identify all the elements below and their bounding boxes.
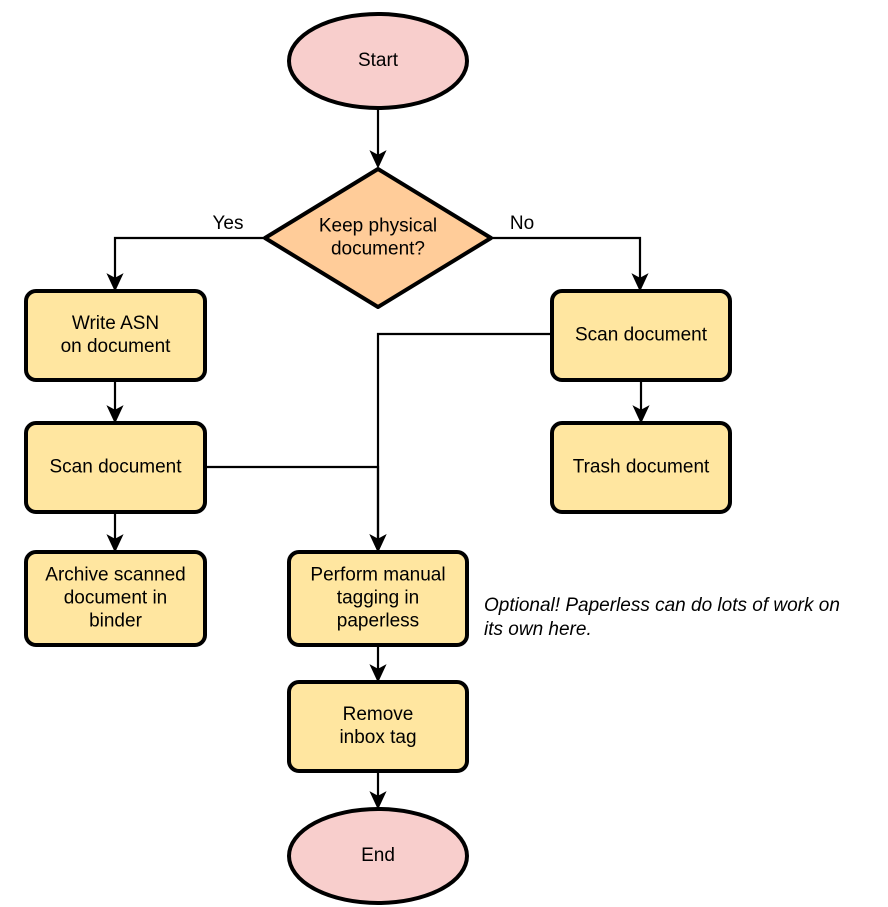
edge-labels-layer: Yes No bbox=[213, 213, 535, 234]
annotations-layer: Optional! Paperless can do lots of work … bbox=[484, 595, 840, 640]
node-label: Trash document bbox=[573, 457, 710, 478]
edge-decision-no bbox=[491, 236, 649, 292]
shape-rounded-rect bbox=[550, 421, 732, 514]
node-scan-document-right[interactable]: Scan document bbox=[550, 289, 732, 382]
shape-rounded-rect bbox=[287, 550, 469, 647]
shape-rounded-rect bbox=[550, 289, 732, 382]
node-start[interactable]: Start bbox=[287, 12, 469, 110]
annotation-optional-note: Optional! Paperless can do lots of work … bbox=[484, 595, 840, 640]
edge-decision-yes bbox=[106, 236, 265, 292]
node-label: Scan document bbox=[575, 325, 708, 346]
shape-diamond bbox=[263, 167, 493, 309]
edges-layer bbox=[106, 108, 650, 810]
node-end[interactable]: End bbox=[287, 807, 469, 905]
edge-label-label-yes: Yes bbox=[213, 213, 244, 234]
shape-rounded-rect bbox=[24, 550, 207, 647]
shape-rounded-rect bbox=[24, 421, 207, 514]
node-label: End bbox=[361, 845, 395, 866]
shape-rounded-rect bbox=[287, 680, 469, 773]
shape-rounded-rect bbox=[24, 289, 207, 382]
node-trash-document[interactable]: Trash document bbox=[550, 421, 732, 514]
shape-ellipse bbox=[287, 807, 469, 905]
shape-ellipse bbox=[287, 12, 469, 110]
edge-label-label-no: No bbox=[510, 213, 534, 234]
edge-scan-right-to-tagging bbox=[369, 332, 552, 553]
node-scan-document-left[interactable]: Scan document bbox=[24, 421, 207, 514]
node-label: Start bbox=[358, 50, 399, 71]
node-label: Scan document bbox=[49, 457, 182, 478]
edge-scan-left-to-tagging bbox=[205, 465, 387, 553]
